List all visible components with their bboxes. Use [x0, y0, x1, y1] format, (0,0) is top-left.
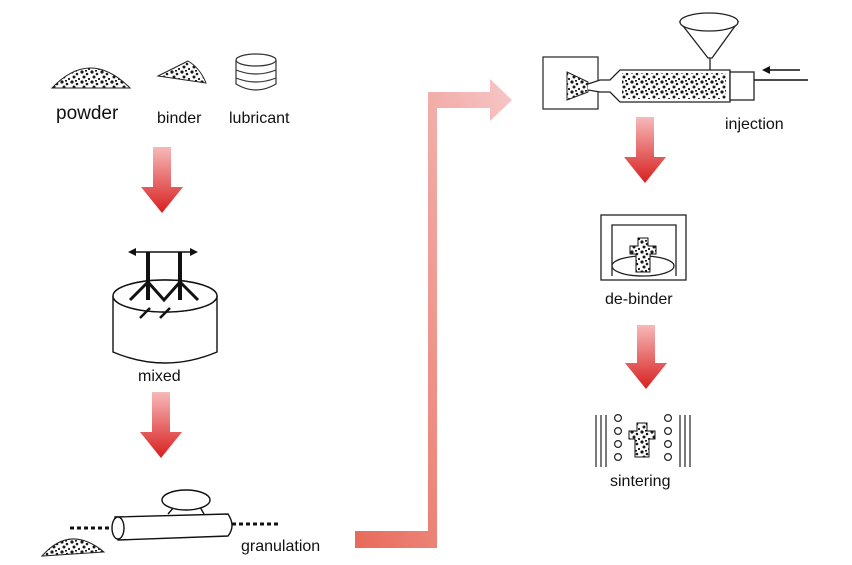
arrow-down-1	[141, 147, 183, 213]
binder-label: binder	[157, 110, 202, 127]
lubricant-can-icon	[235, 53, 277, 91]
granulation-label: granulation	[241, 538, 321, 555]
powder-pile-icon	[50, 67, 132, 89]
granulator-icon	[40, 489, 278, 557]
mixed-label: mixed	[138, 368, 181, 385]
debinder-label: de-binder	[605, 291, 673, 308]
arrow-down-3	[624, 117, 666, 183]
sintering-label: sintering	[610, 473, 671, 490]
injection-label: injection	[725, 116, 784, 133]
arrow-down-4	[625, 325, 667, 389]
lubricant-label: lubricant	[229, 110, 290, 127]
injection-machine-icon	[542, 12, 808, 110]
powder-label: powder	[56, 103, 119, 124]
mixer-icon	[112, 248, 218, 364]
binder-pile-icon	[156, 60, 207, 84]
connector-arrow	[355, 79, 512, 548]
arrow-down-2	[140, 392, 182, 458]
debinder-oven-icon	[600, 214, 687, 281]
sintering-furnace-icon	[595, 414, 691, 467]
